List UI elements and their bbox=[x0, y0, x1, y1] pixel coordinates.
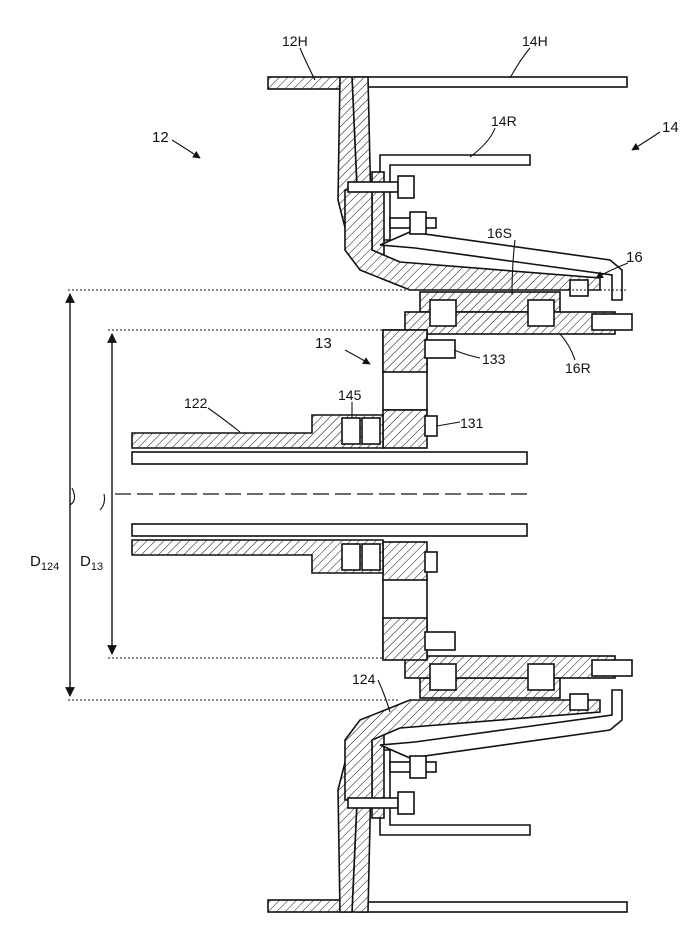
flange-13-bottom bbox=[383, 542, 455, 660]
label-145: 145 bbox=[338, 387, 362, 403]
label-133: 133 bbox=[482, 351, 506, 367]
housing-bottom bbox=[268, 735, 627, 912]
label-16: 16 bbox=[626, 249, 643, 266]
d124-sub: 124 bbox=[41, 561, 59, 573]
housing-top bbox=[268, 77, 627, 255]
label-13: 13 bbox=[315, 335, 332, 352]
d13-sub: 13 bbox=[91, 561, 103, 573]
label-16R: 16R bbox=[565, 360, 591, 376]
d124-main: D bbox=[30, 553, 41, 570]
dimension-label-d13: D13 bbox=[80, 553, 103, 573]
label-14R: 14R bbox=[491, 113, 517, 129]
label-16S: 16S bbox=[487, 225, 512, 241]
shaft-122-bottom bbox=[132, 524, 527, 573]
flange-13-top bbox=[383, 330, 455, 448]
label-12: 12 bbox=[152, 129, 169, 146]
label-12H: 12H bbox=[282, 33, 308, 49]
label-14H: 14H bbox=[522, 33, 548, 49]
label-131: 131 bbox=[460, 415, 484, 431]
d13-main: D bbox=[80, 553, 91, 570]
label-124: 124 bbox=[352, 671, 376, 687]
dimension-label-d124: D124 bbox=[30, 553, 59, 573]
label-14: 14 bbox=[662, 119, 679, 136]
label-122: 122 bbox=[184, 395, 208, 411]
